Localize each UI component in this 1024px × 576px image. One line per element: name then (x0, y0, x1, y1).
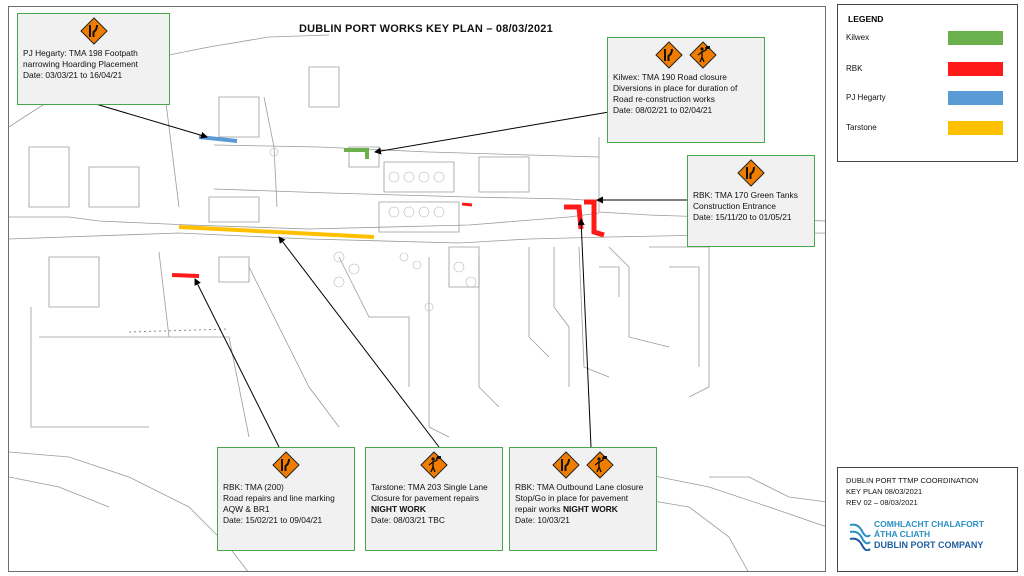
logo-text-irish-2: ÁTHA CLIATH (874, 529, 931, 539)
storage-tanks (269, 147, 477, 312)
legend-title: LEGEND (848, 14, 884, 24)
callout-line: Road re-construction works (613, 94, 715, 104)
callout-line: Diversions in place for duration of (613, 83, 738, 93)
flagman-icon (586, 451, 614, 479)
legend-label-kilwex: Kilwex (846, 33, 870, 42)
callout-tarstone[interactable]: Tarstone: TMA 203 Single Lane Closure fo… (365, 447, 503, 551)
callout-pj-hegarty[interactable]: PJ Hegarty: TMA 198 Footpath narrowing H… (17, 13, 170, 105)
logo-text-english: DUBLIN PORT COMPANY (874, 540, 984, 550)
callout-line: narrowing Hoarding Placement (23, 59, 138, 69)
leader-lines (88, 101, 687, 448)
legend-label-pj-hegarty: PJ Hegarty (846, 93, 886, 102)
callout-rbk-outbound[interactable]: RBK: TMA Outbound Lane closure Stop/Go i… (509, 447, 657, 551)
info-line: REV 02 – 08/03/2021 (846, 498, 918, 507)
works-kilwex[interactable] (344, 148, 369, 159)
lane-narrowing-icon (737, 159, 765, 187)
callout-line: RBK: TMA (200) (223, 482, 284, 492)
callout-kilwex[interactable]: Kilwex: TMA 190 Road closure Diversions … (607, 37, 765, 143)
callout-date: Date: 08/03/21 TBC (371, 515, 445, 525)
callout-line: Road repairs and line marking (223, 493, 335, 503)
works-pj-hegarty[interactable] (198, 135, 238, 143)
logo-mark-icon (849, 523, 871, 551)
page-title: DUBLIN PORT WORKS KEY PLAN – 08/03/2021 (299, 23, 553, 35)
callout-rbk-200[interactable]: RBK: TMA (200) Road repairs and line mar… (217, 447, 355, 551)
lane-narrowing-icon (79, 17, 108, 45)
callout-line: Construction Entrance (693, 201, 776, 211)
legend-swatch-rbk (948, 62, 1003, 76)
legend-swatch-pj-hegarty (948, 91, 1003, 105)
callout-line: RBK: TMA 170 Green Tanks (693, 190, 798, 200)
callout-line: RBK: TMA Outbound Lane closure (515, 482, 644, 492)
callout-date: Date: 15/11/20 to 01/05/21 (693, 212, 792, 222)
logo-text-irish-1: COMHLACHT CHALAFORT (874, 519, 985, 529)
callout-line: Stop/Go in place for pavement (515, 493, 629, 503)
callout-line: PJ Hegarty: TMA 198 Footpath (23, 48, 138, 58)
night-work-label: NIGHT WORK (371, 504, 426, 514)
callout-rbk-green-tanks[interactable]: RBK: TMA 170 Green Tanks Construction En… (687, 155, 815, 247)
callout-line: Closure for pavement repairs (371, 493, 479, 503)
works-rbk-green-tanks[interactable] (564, 199, 605, 238)
lane-narrowing-icon (272, 451, 300, 479)
map-frame: DUBLIN PORT WORKS KEY PLAN – 08/03/2021 … (8, 6, 826, 572)
callout-date: Date: 08/02/21 to 02/04/21 (613, 105, 713, 115)
flagman-icon (689, 41, 717, 69)
info-line: DUBLIN PORT TTMP COORDINATION (846, 476, 979, 485)
callout-date: Date: 03/03/21 to 16/04/21 (23, 70, 123, 80)
callout-line: Kilwex: TMA 190 Road closure (613, 72, 727, 82)
legend: LEGEND Kilwex RBK PJ Hegarty Tarstone (837, 4, 1018, 162)
callout-date: Date: 15/02/21 to 09/04/21 (223, 515, 323, 525)
callout-line: repair works (515, 504, 563, 514)
callout-line: AQW & BR1 (223, 504, 270, 514)
legend-label-rbk: RBK (846, 64, 863, 73)
works-tarstone[interactable] (178, 225, 375, 239)
map-linework (9, 34, 825, 571)
legend-swatch-kilwex (948, 31, 1003, 45)
night-work-label: NIGHT WORK (562, 504, 618, 514)
works-rbk-small (461, 202, 473, 207)
dublin-port-logo: COMHLACHT CHALAFORT ÁTHA CLIATH DUBLIN P… (848, 519, 1008, 555)
port-map[interactable] (9, 7, 826, 572)
legend-swatch-tarstone (948, 121, 1003, 135)
callout-date: Date: 10/03/21 (515, 515, 570, 525)
callout-line: Tarstone: TMA 203 Single Lane (371, 482, 488, 492)
lane-narrowing-icon (655, 41, 683, 69)
info-line: KEY PLAN 08/03/2021 (846, 487, 923, 496)
legend-label-tarstone: Tarstone (846, 123, 877, 132)
works-rbk-aqw[interactable] (171, 273, 200, 278)
flagman-icon (420, 451, 448, 479)
info-box: DUBLIN PORT TTMP COORDINATION KEY PLAN 0… (837, 467, 1018, 572)
dotted-boom-line (128, 328, 230, 333)
lane-narrowing-icon (552, 451, 580, 479)
